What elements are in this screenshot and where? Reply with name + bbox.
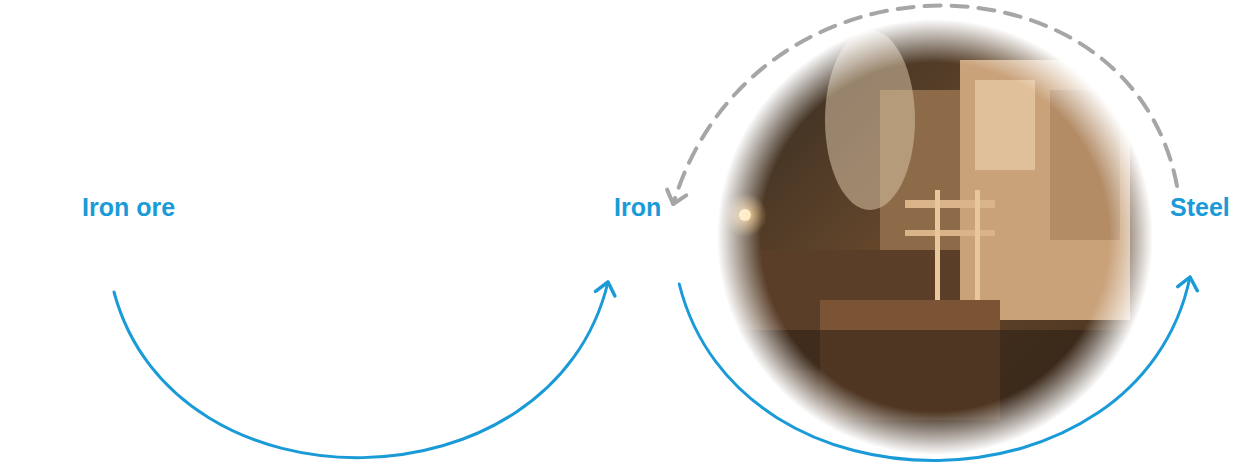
stage-label: Steel — [1170, 192, 1230, 222]
stage-label: Iron ore — [82, 192, 175, 222]
recycle-arrow — [673, 6, 1177, 204]
process-arrow — [114, 282, 608, 458]
stage-name: Steel — [1170, 192, 1230, 222]
stage-name: Iron ore — [82, 192, 175, 222]
stage-label: Iron — [614, 192, 661, 222]
stage-name: Iron — [614, 192, 661, 222]
process-arrow — [679, 277, 1190, 461]
